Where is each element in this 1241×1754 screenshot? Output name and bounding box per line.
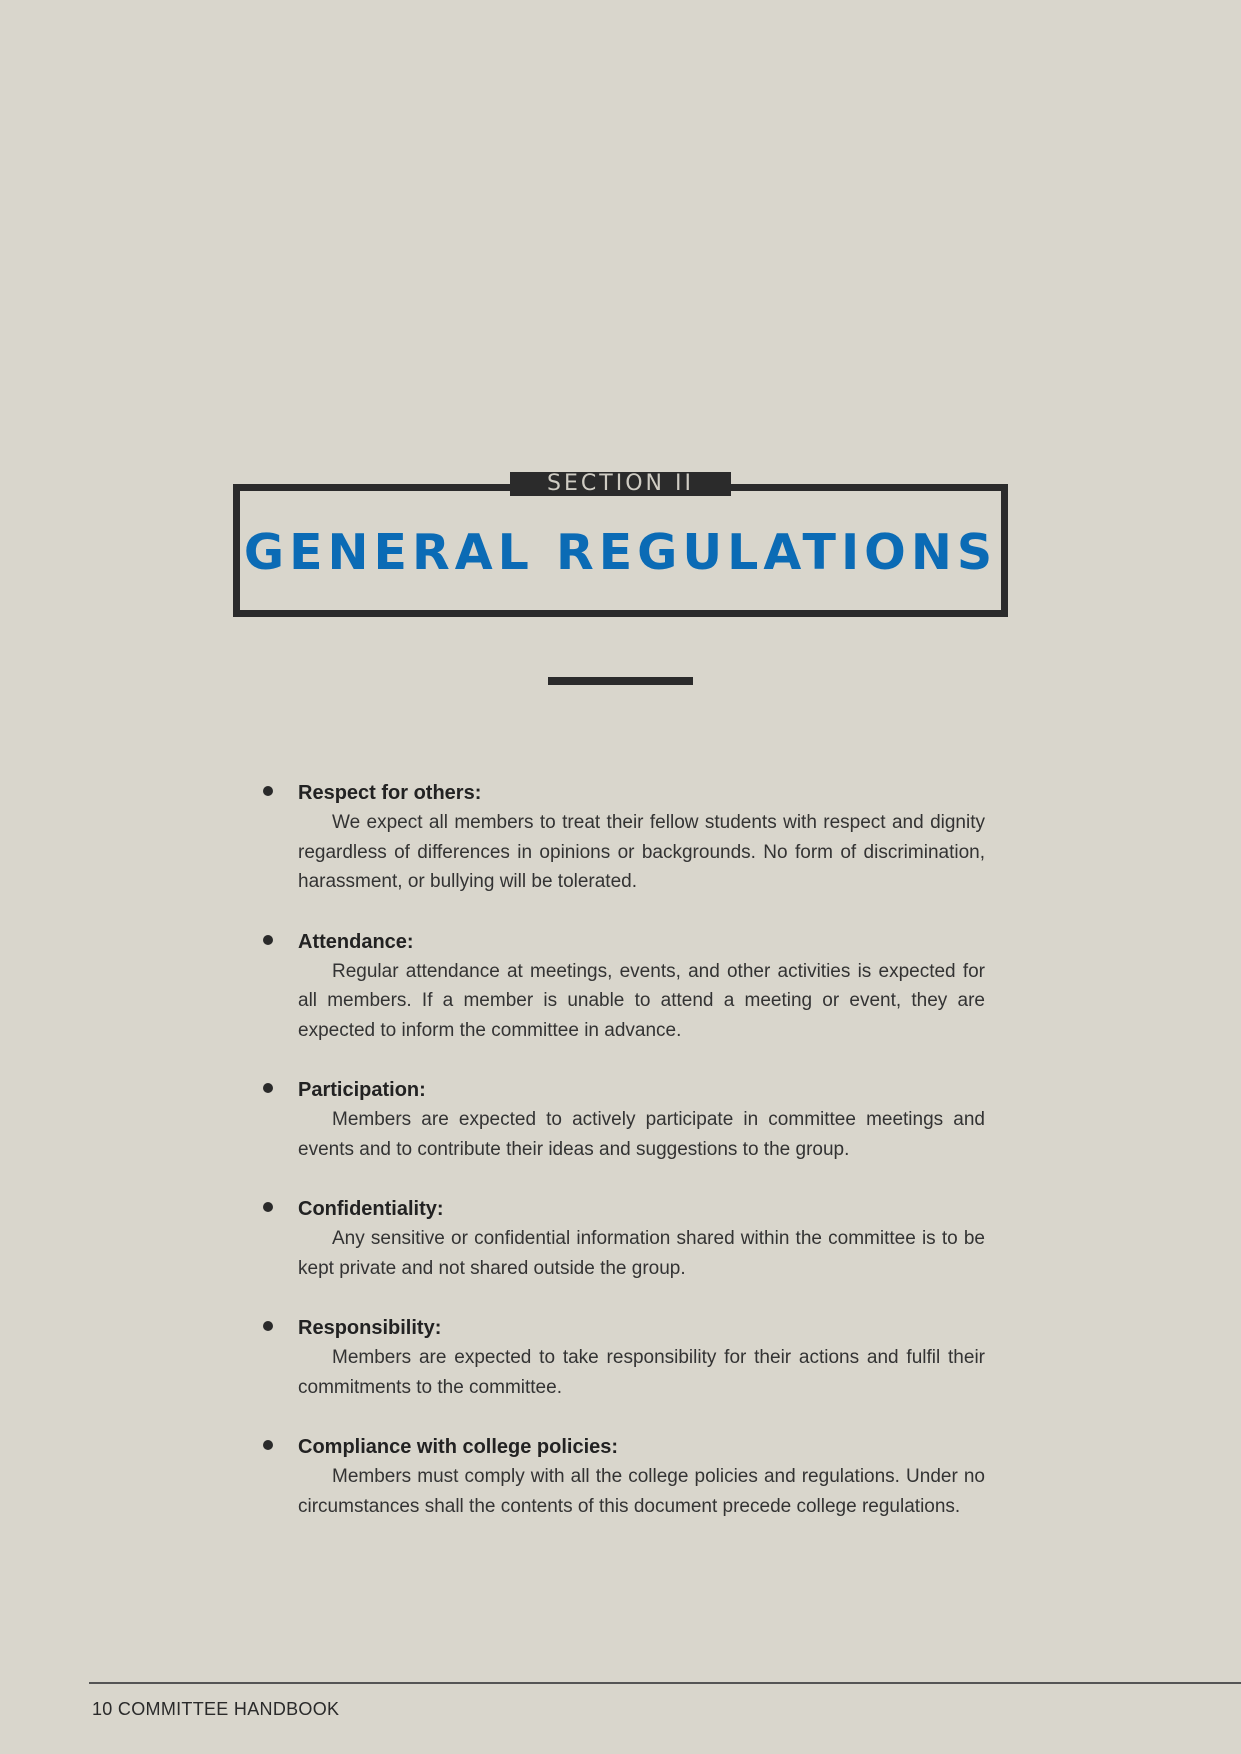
- page-title: GENERAL REGULATIONS: [243, 524, 998, 581]
- bullet-icon: [263, 1440, 273, 1450]
- bullet-icon: [263, 934, 273, 945]
- regulations-list: Respect for others: We expect all member…: [263, 778, 985, 1551]
- list-item: Compliance with college policies: Member…: [263, 1432, 985, 1521]
- rule-body: Members are expected to take responsibil…: [298, 1347, 985, 1398]
- title-divider: [548, 677, 693, 685]
- bullet-icon: [263, 1321, 273, 1331]
- rule-title: Participation:: [298, 1079, 426, 1101]
- bullet-icon: [263, 786, 273, 796]
- list-item: Responsibility: Members are expected to …: [263, 1313, 985, 1402]
- rule-body: Any sensitive or confidential informatio…: [298, 1228, 985, 1279]
- section-label: SECTION II: [510, 472, 731, 496]
- footer-page-label: 10 COMMITTEE HANDBOOK: [92, 1699, 340, 1719]
- rule-title: Attendance:: [298, 930, 414, 953]
- rule-title: Respect for others:: [298, 782, 482, 804]
- rule-body: We expect all members to treat their fel…: [298, 812, 985, 892]
- list-item: Respect for others: We expect all member…: [263, 778, 985, 897]
- rule-title: Confidentiality:: [298, 1198, 444, 1220]
- footer-divider: [89, 1682, 1241, 1684]
- rule-body: Members must comply with all the college…: [298, 1466, 985, 1517]
- list-item: Attendance: Regular attendance at meetin…: [263, 927, 985, 1046]
- bullet-icon: [263, 1083, 273, 1093]
- rule-title: Compliance with college policies:: [298, 1436, 619, 1458]
- rule-body: Members are expected to actively partici…: [298, 1109, 985, 1160]
- rule-title: Responsibility:: [298, 1317, 442, 1339]
- list-item: Participation: Members are expected to a…: [263, 1075, 985, 1164]
- list-item: Confidentiality: Any sensitive or confid…: [263, 1194, 985, 1283]
- rule-body: Regular attendance at meetings, events, …: [298, 960, 985, 1041]
- bullet-icon: [263, 1202, 273, 1212]
